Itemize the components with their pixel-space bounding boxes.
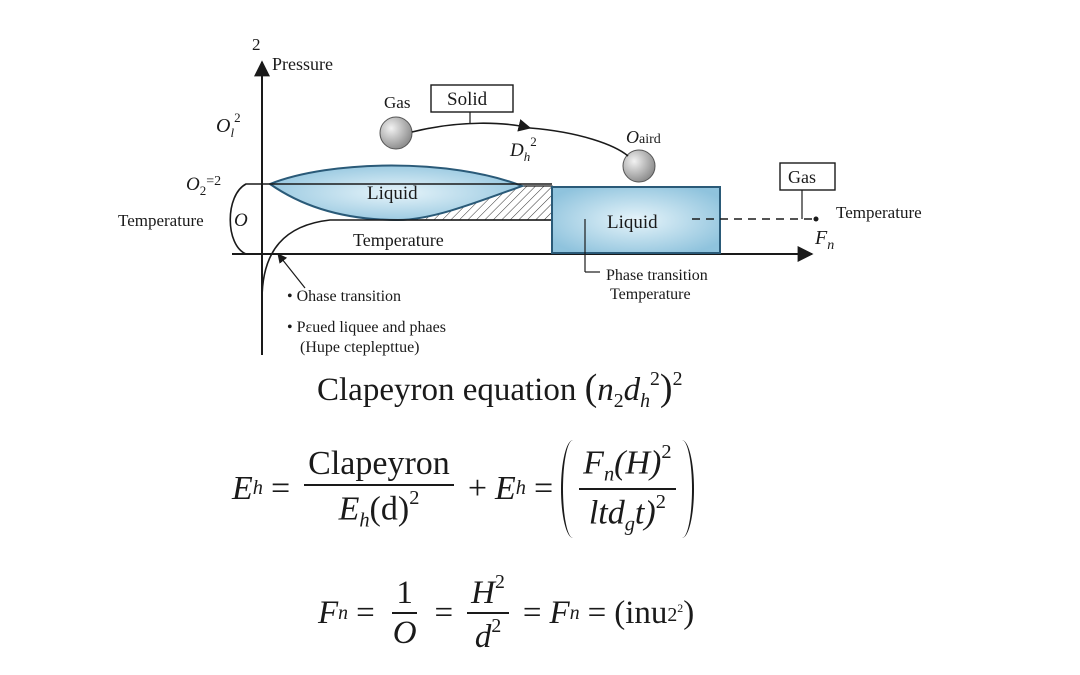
y-axis-superscript: 2: [252, 35, 261, 54]
gas-box: [779, 162, 836, 191]
eq1-paren-group: Fn(H)2 ltdgt)2: [561, 440, 694, 538]
bullet-2-cont: (Hupe cteplepttue): [300, 339, 420, 356]
label-gas-top: Gas: [384, 93, 410, 112]
transition-arrow: [411, 119, 532, 133]
solid-box: [430, 84, 514, 113]
liquid-box: [551, 186, 721, 254]
phase-note-line2: Temperature: [610, 286, 691, 303]
phase-note-line1: Phase transition: [606, 267, 708, 284]
sweep-curve: [261, 219, 552, 301]
liquid-box-label: Liquid: [607, 212, 658, 233]
gas-ball-right: [622, 149, 656, 183]
solid-box-label: Solid: [447, 89, 488, 110]
label-temperature-left: Temperature: [118, 211, 204, 230]
equation-title: Clapeyron equation (n2dh2)2: [317, 367, 683, 412]
label-temperature-right: Temperature: [836, 203, 922, 222]
marker-dot: [813, 216, 819, 222]
gas-box-label: Gas: [788, 167, 816, 187]
label-o1: Ol2: [216, 110, 241, 140]
pointer-arrow: [277, 253, 306, 289]
phase-diagram: 2 Pressure Ol2 O2=2 Temperature O Gas So…: [118, 35, 922, 356]
label-dh: Dh2: [509, 134, 537, 164]
left-bracket: [229, 183, 262, 255]
label-fn: Fn: [814, 227, 834, 253]
eq1-fraction: Clapeyron Eh(d)2: [304, 446, 454, 532]
transition-arc: [529, 127, 629, 157]
lower-temperature-label: Temperature: [353, 230, 444, 250]
label-origin: O: [234, 210, 248, 231]
label-o2: O2=2: [186, 174, 221, 198]
lens-liquid-label: Liquid: [367, 183, 418, 204]
bullet-1: • Ohase transition: [287, 288, 401, 305]
bullet-2: • Pɛued liquee and phaes: [287, 319, 446, 336]
gas-ball-left: [379, 116, 413, 150]
liquid-lens: [267, 164, 525, 222]
y-axis-label: Pressure: [272, 54, 333, 74]
label-oaird: Oaird: [626, 127, 661, 147]
